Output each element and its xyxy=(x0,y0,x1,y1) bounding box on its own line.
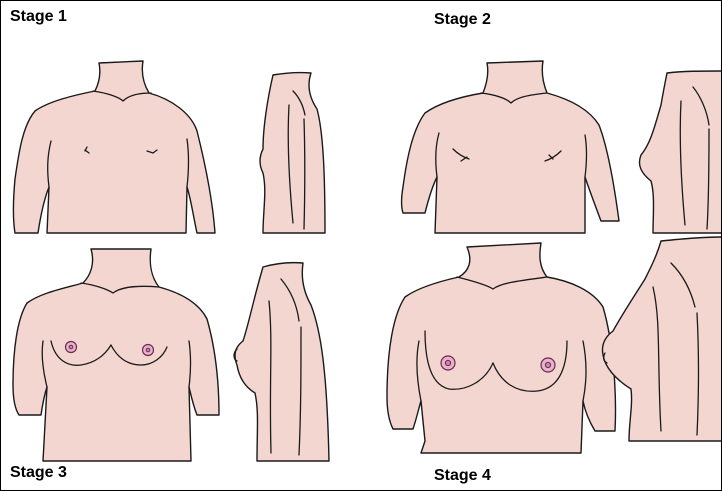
stage-2-front-torso xyxy=(402,61,620,233)
stage-4-label: Stage 4 xyxy=(434,468,491,484)
stage-1-side-torso xyxy=(260,73,325,233)
stage-3-side-torso xyxy=(234,263,329,461)
stage-2-side-torso xyxy=(639,71,722,233)
stage-3-label: Stage 3 xyxy=(10,465,67,481)
stage-4-front-torso xyxy=(387,243,616,453)
stage-1-label: Stage 1 xyxy=(10,9,67,25)
stage-4-side-torso xyxy=(602,237,722,441)
stage-2-label: Stage 2 xyxy=(434,12,491,28)
stage-3-front-torso xyxy=(13,249,219,461)
stage-1-front-torso xyxy=(14,61,216,233)
